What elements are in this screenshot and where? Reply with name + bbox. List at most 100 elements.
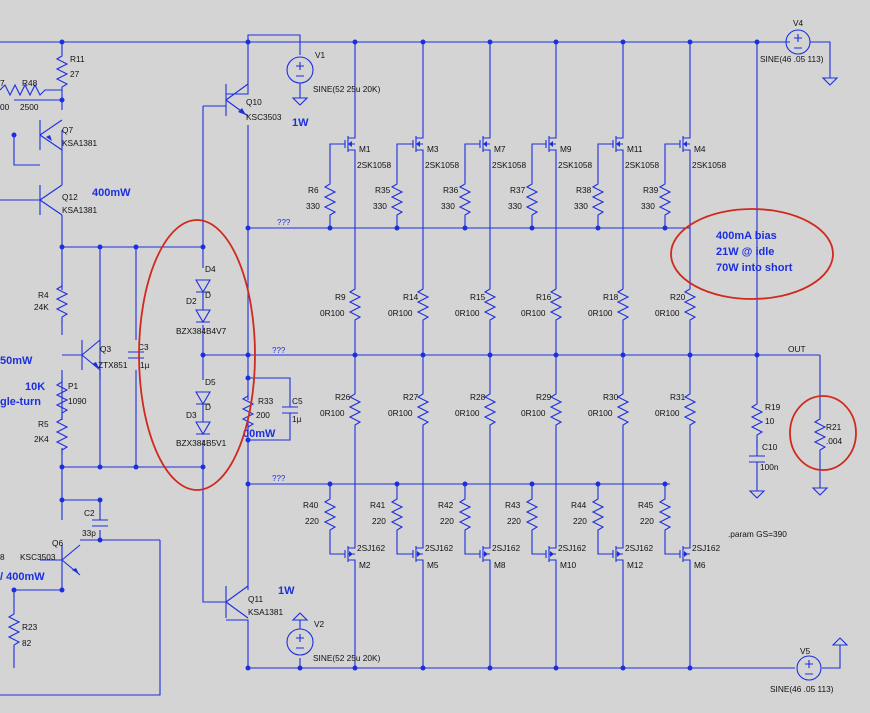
capacitor-c5: C5 1µ [282, 390, 303, 430]
junction-dot [59, 244, 65, 250]
svg-text:R4: R4 [38, 290, 49, 300]
capacitor-c2: C2 33p [82, 508, 108, 538]
svg-text:???: ??? [277, 218, 291, 227]
junction-dot [620, 39, 626, 45]
junction-dot [620, 665, 626, 671]
svg-text:Q12: Q12 [62, 192, 78, 202]
src-res-ref: R15 [470, 292, 486, 302]
nmos-ref: M7 [494, 144, 506, 154]
pmos-value: 2SJ162 [558, 543, 587, 553]
junction-dot [245, 352, 251, 358]
bias-annotation: 400mA bias 21W @ idle 70W into short [138, 208, 857, 491]
svg-text:D3: D3 [186, 410, 197, 420]
src-res-value: 0R100 [521, 408, 546, 418]
nmos-ref: M1 [359, 144, 371, 154]
junction-dot [487, 665, 493, 671]
svg-text:SINE(46 .05 113): SINE(46 .05 113) [760, 54, 824, 64]
gate-res-value: 220 [507, 516, 521, 526]
net-labels: OUT .param GS=390 ??? ??? ??? [272, 218, 806, 539]
svg-text:D5: D5 [205, 377, 216, 387]
nmos-ref: M3 [427, 144, 439, 154]
src-res-ref: R9 [335, 292, 346, 302]
nmos-ref: M9 [560, 144, 572, 154]
transistor-q12: Q12 KSA1381 400mW [39, 184, 131, 216]
junction-dot [97, 464, 103, 470]
junction-dot [754, 39, 760, 45]
voltage-source-v4: V4 SINE(46 .05 113) [760, 18, 838, 86]
svg-text:24K: 24K [34, 302, 49, 312]
junction-dot [620, 352, 626, 358]
component-r4: R4 24K [34, 281, 68, 323]
junction-dot [595, 481, 601, 487]
src-res-ref: R16 [536, 292, 552, 302]
svg-text:/ 400mW: / 400mW [0, 571, 45, 583]
src-res-value: 0R100 [320, 408, 345, 418]
gate-res-value: 220 [305, 516, 319, 526]
src-res-value: 0R100 [320, 308, 345, 318]
svg-text:D4: D4 [205, 264, 216, 274]
capacitor-c3: C3 1µ [128, 342, 150, 370]
src-res-ref: R20 [670, 292, 686, 302]
junction-dot [687, 665, 693, 671]
gate-res-value: 220 [440, 516, 454, 526]
svg-text:27: 27 [70, 69, 80, 79]
svg-text:Q11: Q11 [248, 594, 263, 604]
svg-text:SINE(52 25u 20K): SINE(52 25u 20K) [313, 653, 381, 663]
potentiometer-p1: P1 1090 10K gle-turn [0, 377, 87, 419]
junction-dot [97, 537, 103, 543]
svg-text:R5: R5 [38, 419, 49, 429]
svg-text:C5: C5 [292, 396, 303, 406]
junction-dot [11, 587, 17, 593]
svg-text:BZX384B5V1: BZX384B5V1 [176, 438, 227, 448]
junction-dot [59, 97, 65, 103]
junction-dot [687, 352, 693, 358]
gate-res-ref: R44 [571, 500, 587, 510]
src-res-value: 0R100 [455, 308, 480, 318]
gate-res-value: 330 [574, 201, 588, 211]
svg-text:C2: C2 [84, 508, 95, 518]
svg-text:SINE(46 .05 113): SINE(46 .05 113) [770, 684, 834, 694]
junction-dot [553, 39, 559, 45]
svg-text:R48: R48 [22, 78, 38, 88]
component-r33: R33 200 00mW [242, 391, 276, 440]
svg-text:V1: V1 [315, 50, 326, 60]
component-r21: R21 .004 [812, 414, 843, 496]
junction-dot [662, 225, 668, 231]
svg-text:1W: 1W [292, 117, 309, 129]
gate-res-ref: R40 [303, 500, 319, 510]
svg-text:.004: .004 [826, 436, 843, 446]
junction-dot [487, 39, 493, 45]
svg-text:82: 82 [22, 638, 32, 648]
svg-text:ZTX851: ZTX851 [98, 360, 128, 370]
voltage-source-v2: V2 SINE(52 25u 20K) [286, 612, 381, 663]
output-stage-top: M12SK1058R6330R90R100R260R100M32SK1058R3… [306, 42, 727, 540]
nmos-ref: M4 [694, 144, 706, 154]
src-res-value: 0R100 [588, 408, 613, 418]
gate-res-value: 330 [441, 201, 455, 211]
src-res-value: 0R100 [388, 408, 413, 418]
svg-text:21W @ idle: 21W @ idle [716, 246, 774, 258]
src-res-value: 0R100 [588, 308, 613, 318]
junction-dot [245, 375, 251, 381]
svg-text:70W into short: 70W into short [716, 262, 793, 274]
gate-res-ref: R38 [576, 185, 592, 195]
svg-text:???: ??? [272, 346, 286, 355]
src-res-ref: R29 [536, 392, 552, 402]
pmos-value: 2SJ162 [692, 543, 721, 553]
gate-res-ref: R42 [438, 500, 454, 510]
junction-dot [133, 464, 139, 470]
junction-dot [352, 39, 358, 45]
capacitor-c10: C10 100n [749, 440, 779, 499]
svg-text:1µ: 1µ [140, 360, 150, 370]
pmos-value: 2SJ162 [625, 543, 654, 553]
svg-text:1090: 1090 [68, 396, 87, 406]
svg-text:400mW: 400mW [92, 187, 131, 199]
pmos-value: 2SJ162 [357, 543, 386, 553]
src-res-ref: R31 [670, 392, 686, 402]
src-res-ref: R30 [603, 392, 619, 402]
svg-text:2K4: 2K4 [34, 434, 49, 444]
